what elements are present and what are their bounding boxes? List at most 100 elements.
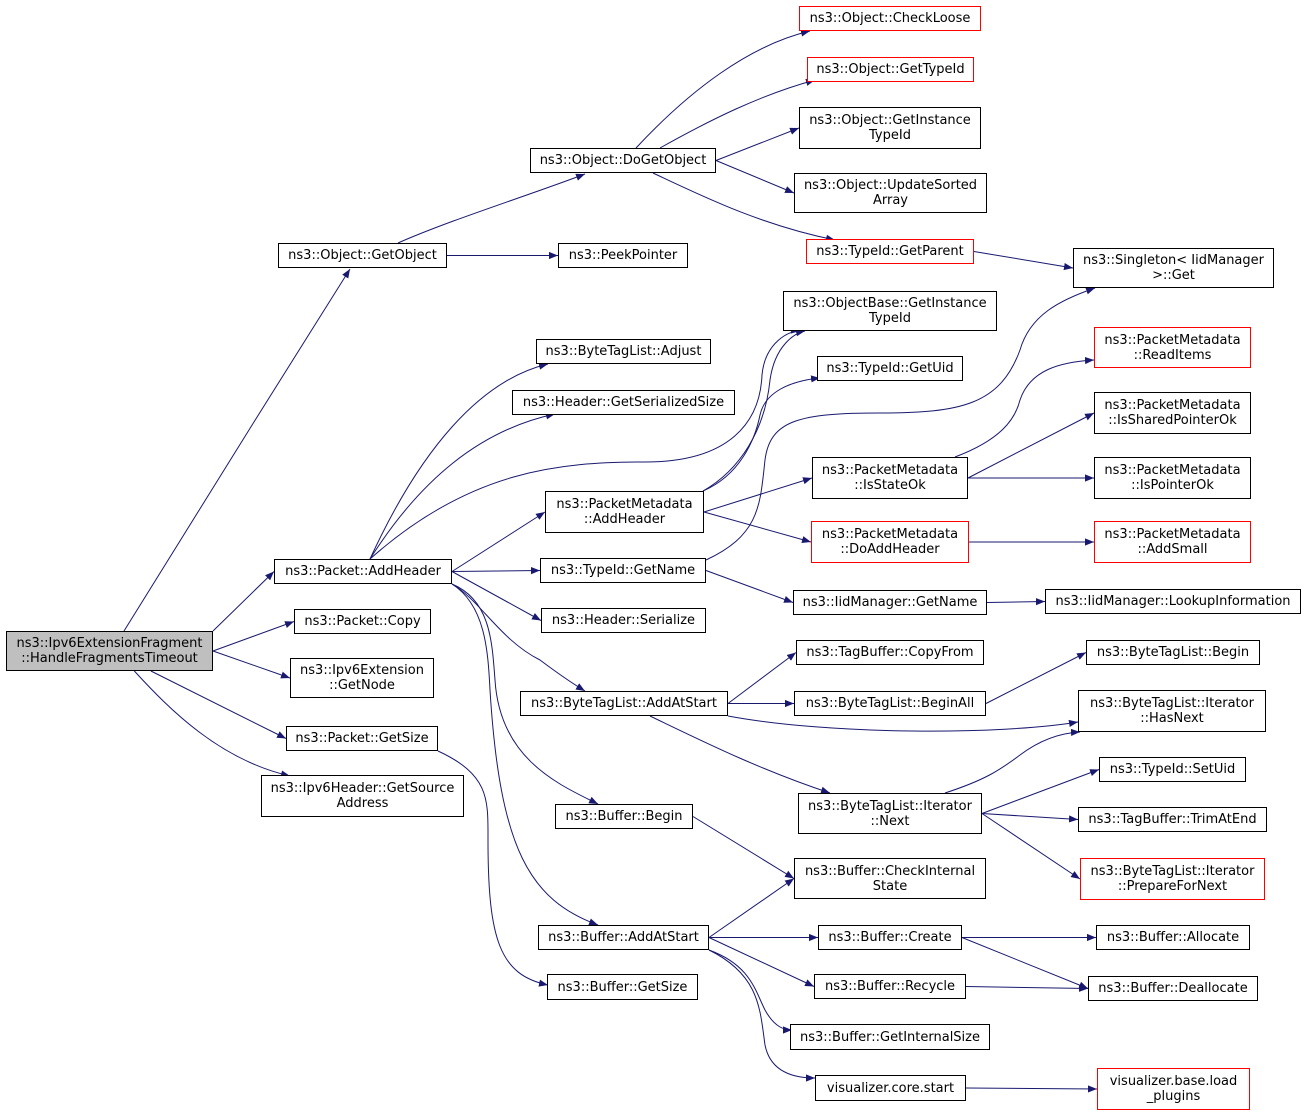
edge-dogetobject-to-updsorted xyxy=(715,160,795,194)
node-label-line: ns3::ByteTagList::AddAtStart xyxy=(531,696,717,711)
node-label-line: ns3::Buffer::CheckInternal xyxy=(804,863,976,879)
edge-pgetsize-to-bufgetsize xyxy=(437,750,549,987)
graph-node-pmaddhdr[interactable]: ns3::PacketMetadata::AddHeader xyxy=(545,491,704,533)
edge-pmaddhdr-to-objbase xyxy=(702,329,806,492)
node-label-line: ns3::Object::GetInstance xyxy=(809,113,971,128)
graph-node-addatstart[interactable]: ns3::ByteTagList::AddAtStart xyxy=(520,691,728,716)
graph-node-trimatend[interactable]: ns3::TagBuffer::TrimAtEnd xyxy=(1078,807,1267,832)
graph-node-prepnext[interactable]: ns3::ByteTagList::Iterator::PrepareForNe… xyxy=(1080,858,1265,900)
edge-bufaddatstart-to-vizstart xyxy=(708,949,816,1082)
edge-addatstart-to-hasnext xyxy=(727,715,1079,732)
graph-node-bufgetsize[interactable]: ns3::Buffer::GetSize xyxy=(547,974,698,1000)
graph-node-hasnext[interactable]: ns3::ByteTagList::Iterator::HasNext xyxy=(1078,690,1266,732)
node-label-line: TypeId xyxy=(869,311,911,326)
edge-vizstart-to-vizload xyxy=(965,1085,1098,1093)
edge-tgetname-to-singleton xyxy=(705,287,1096,561)
graph-node-peekpointer[interactable]: ns3::PeekPointer xyxy=(558,243,688,268)
edge-addheader-to-bufbegin xyxy=(451,583,599,805)
call-edges xyxy=(123,29,1100,1093)
edge-bufaddatstart-to-checkint xyxy=(708,878,795,938)
graph-node-dogetobject[interactable]: ns3::Object::DoGetObject xyxy=(530,148,716,173)
edge-root-to-getsrc xyxy=(133,670,291,778)
graph-node-singleton[interactable]: ns3::Singleton< IidManager>::Get xyxy=(1073,248,1274,288)
graph-node-getuid[interactable]: ns3::TypeId::GetUid xyxy=(817,356,963,381)
graph-node-beginall[interactable]: ns3::ByteTagList::BeginAll xyxy=(794,691,986,716)
node-label-line: visualizer.core.start xyxy=(826,1080,955,1096)
graph-node-recycle[interactable]: ns3::Buffer::Recycle xyxy=(814,974,966,999)
graph-node-doaddhdr[interactable]: ns3::PacketMetadata::DoAddHeader xyxy=(811,521,969,563)
graph-node-getobject[interactable]: ns3::Object::GetObject xyxy=(278,243,447,268)
node-label-line: ::HasNext xyxy=(1140,711,1204,726)
graph-node-bufcreate[interactable]: ns3::Buffer::Create xyxy=(818,925,962,950)
edge-getobject-to-dogetobject xyxy=(397,173,586,244)
node-label-line: ns3::PacketMetadata xyxy=(1104,463,1241,478)
graph-node-setuid[interactable]: ns3::TypeId::SetUid xyxy=(1099,757,1246,782)
graph-node-isshared[interactable]: ns3::PacketMetadata::IsSharedPointerOk xyxy=(1094,392,1251,434)
graph-node-vizstart[interactable]: visualizer.core.start xyxy=(815,1075,966,1101)
graph-node-adjust[interactable]: ns3::ByteTagList::Adjust xyxy=(536,339,711,364)
node-label-line: ns3::PacketMetadata xyxy=(1104,527,1241,542)
node-label-line: ns3::Object::GetObject xyxy=(288,248,437,263)
graph-node-allocate[interactable]: ns3::Buffer::Allocate xyxy=(1096,925,1250,950)
node-label-line: ns3::ObjectBase::GetInstance xyxy=(793,296,987,311)
graph-node-lookup[interactable]: ns3::IidManager::LookupInformation xyxy=(1045,589,1301,614)
graph-node-getintsize[interactable]: ns3::Buffer::GetInternalSize xyxy=(790,1024,990,1050)
node-label-line: ns3::TypeId::SetUid xyxy=(1109,762,1236,777)
node-label-line: ns3::TagBuffer::CopyFrom xyxy=(806,645,974,660)
edge-addheader-to-serialize xyxy=(451,571,542,621)
graph-node-tgetname[interactable]: ns3::TypeId::GetName xyxy=(540,558,706,583)
node-label-line: TypeId xyxy=(869,128,911,143)
graph-node-getser[interactable]: ns3::Header::GetSerializedSize xyxy=(512,390,735,415)
node-label-line: ns3::Singleton< IidManager xyxy=(1082,253,1264,268)
graph-node-serialize[interactable]: ns3::Header::Serialize xyxy=(541,608,706,633)
node-label-line: ns3::Packet::GetSize xyxy=(295,731,429,746)
graph-node-getparent[interactable]: ns3::TypeId::GetParent xyxy=(806,239,974,264)
graph-node-copyfrom[interactable]: ns3::TagBuffer::CopyFrom xyxy=(796,640,984,665)
graph-node-pgetsize[interactable]: ns3::Packet::GetSize xyxy=(286,726,438,751)
graph-node-checkloose[interactable]: ns3::Object::CheckLoose xyxy=(799,6,981,31)
edge-itnext-to-trimatend xyxy=(981,813,1079,823)
graph-node-dealloc[interactable]: ns3::Buffer::Deallocate xyxy=(1088,976,1258,1001)
graph-node-vizload[interactable]: visualizer.base.load_plugins xyxy=(1097,1068,1250,1110)
edge-dogetobject-to-checkloose xyxy=(635,29,811,149)
graph-node-isstateok[interactable]: ns3::PacketMetadata::IsStateOk xyxy=(812,457,968,499)
edge-addheader-to-addatstart xyxy=(451,583,586,692)
graph-node-addheader[interactable]: ns3::Packet::AddHeader xyxy=(274,559,452,584)
node-label-line: ns3::Packet::AddHeader xyxy=(285,564,441,579)
node-label-line: ns3::Buffer::Begin xyxy=(565,809,683,824)
node-label-line: ns3::PacketMetadata xyxy=(821,527,959,542)
node-label-line: State xyxy=(872,878,908,894)
graph-node-gettypeid[interactable]: ns3::Object::GetTypeId xyxy=(807,57,974,82)
graph-node-btlbegin[interactable]: ns3::ByteTagList::Begin xyxy=(1086,640,1260,665)
node-label-line: ns3::PacketMetadata xyxy=(1104,398,1241,413)
node-label-line: ns3::Buffer::GetSize xyxy=(557,979,688,995)
graph-node-iidgetname[interactable]: ns3::IidManager::GetName xyxy=(793,590,987,615)
node-label-line: Array xyxy=(872,193,908,208)
graph-node-itnext[interactable]: ns3::ByteTagList::Iterator::Next xyxy=(798,793,982,834)
node-label-line: ::ReadItems xyxy=(1133,347,1212,363)
graph-node-addsmall[interactable]: ns3::PacketMetadata::AddSmall xyxy=(1094,521,1251,563)
node-label-line: ns3::Object::UpdateSorted xyxy=(803,178,978,193)
edge-bufaddatstart-to-getintsize xyxy=(708,949,793,1034)
graph-node-copy[interactable]: ns3::Packet::Copy xyxy=(294,609,431,634)
edge-getparent-to-singleton xyxy=(973,251,1074,271)
node-label-line: ns3::PacketMetadata xyxy=(821,463,959,478)
graph-node-getnode[interactable]: ns3::Ipv6Extension::GetNode xyxy=(290,658,434,698)
edge-pmaddhdr-to-getuid xyxy=(702,375,821,492)
graph-node-bufbegin[interactable]: ns3::Buffer::Begin xyxy=(555,804,693,829)
node-label-line: ns3::Buffer::Allocate xyxy=(1106,930,1240,945)
edge-addheader-to-getser xyxy=(369,412,556,560)
graph-node-readitems[interactable]: ns3::PacketMetadata::ReadItems xyxy=(1094,327,1251,368)
graph-node-bufaddatstart[interactable]: ns3::Buffer::AddAtStart xyxy=(538,925,709,950)
node-label-line: ns3::ByteTagList::BeginAll xyxy=(805,696,975,711)
graph-node-ispointer[interactable]: ns3::PacketMetadata::IsPointerOk xyxy=(1094,457,1251,499)
node-label-line: ns3::PeekPointer xyxy=(568,248,678,263)
edge-bufbegin-to-checkint xyxy=(692,816,795,879)
node-label-line: ns3::Buffer::AddAtStart xyxy=(548,930,699,945)
